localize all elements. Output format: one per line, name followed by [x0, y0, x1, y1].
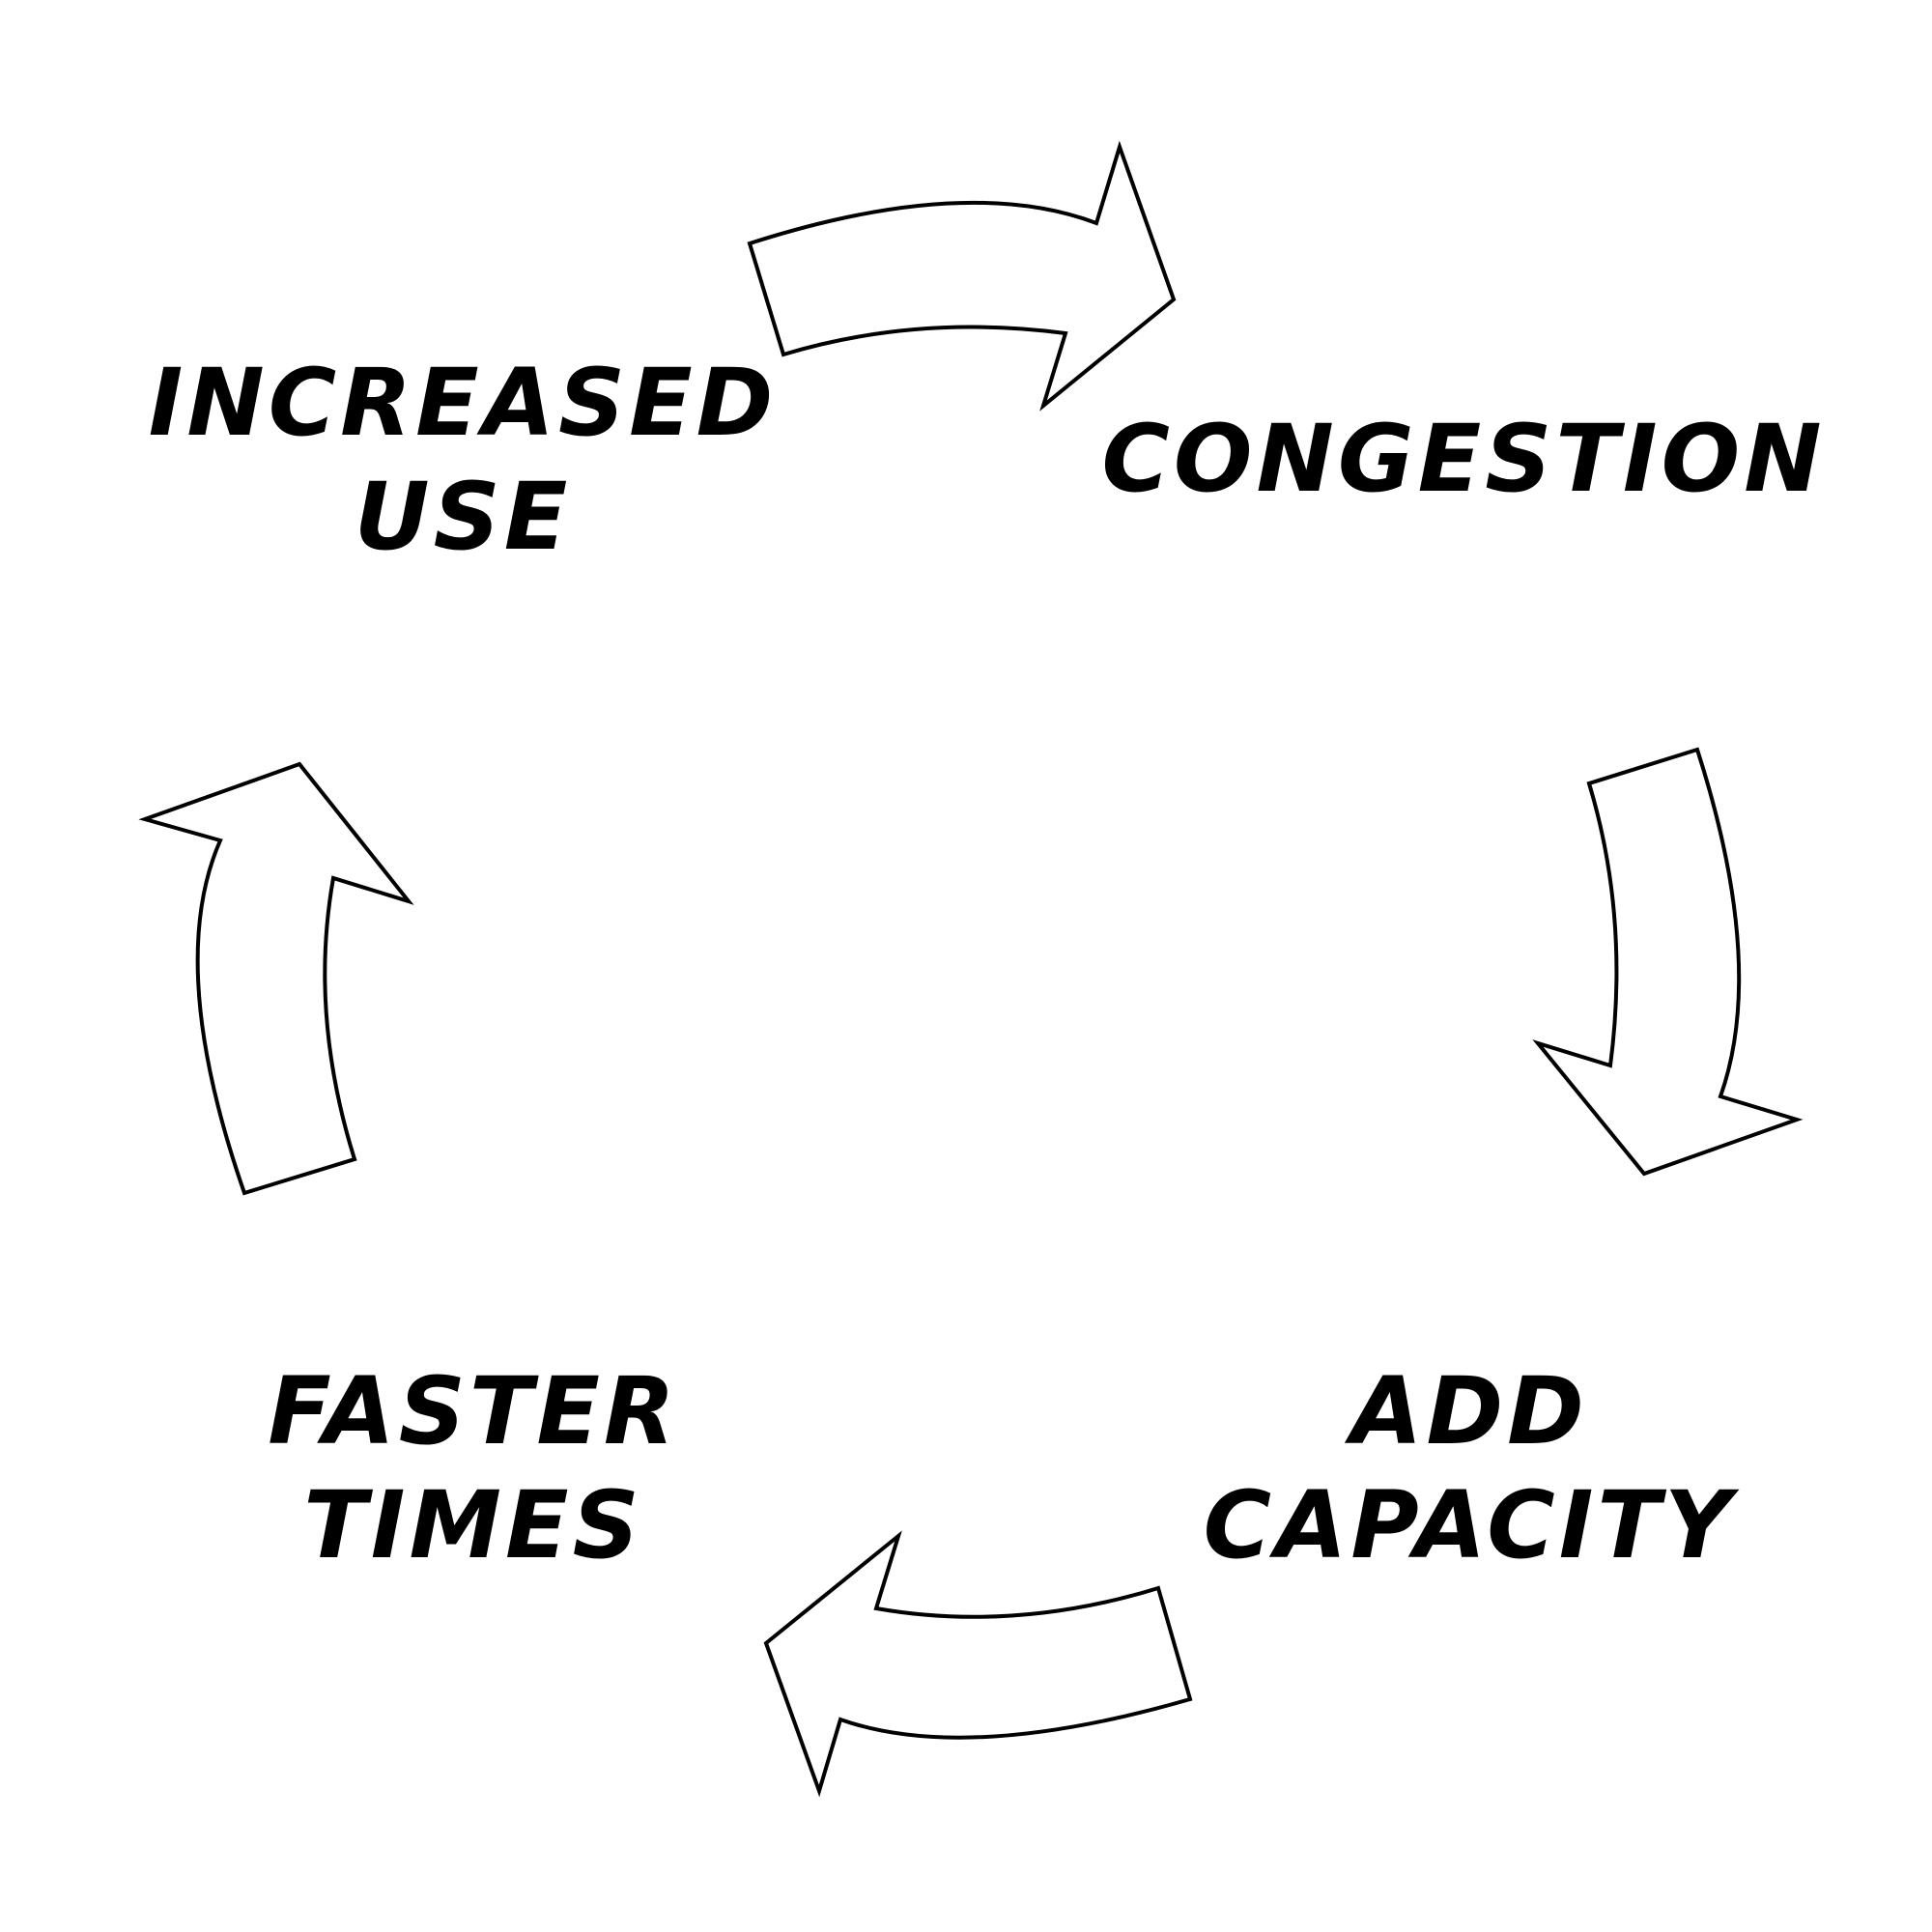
node-label-line: CAPACITY — [1203, 1471, 1736, 1579]
arrow-congestion-to-add-capacity — [1532, 747, 1804, 1177]
arrow-add-capacity-to-faster-times — [763, 1530, 1193, 1798]
node-label-line: CONGESTION — [1101, 405, 1826, 513]
arrow-faster-times-to-increased-use — [138, 761, 414, 1196]
node-increased-use: INCREASED USE — [149, 346, 778, 574]
node-faster-times: FASTER TIMES — [268, 1354, 679, 1582]
node-add-capacity: ADD CAPACITY — [1204, 1354, 1736, 1582]
node-congestion: CONGESTION — [1101, 402, 1825, 516]
arrow-increased-use-to-congestion — [747, 140, 1177, 412]
node-label-line: ADD — [1350, 1357, 1588, 1465]
node-label-line: USE — [354, 463, 572, 571]
node-label-line: INCREASED — [148, 349, 778, 457]
node-label-line: TIMES — [303, 1471, 643, 1579]
node-label-line: FASTER — [268, 1357, 679, 1465]
